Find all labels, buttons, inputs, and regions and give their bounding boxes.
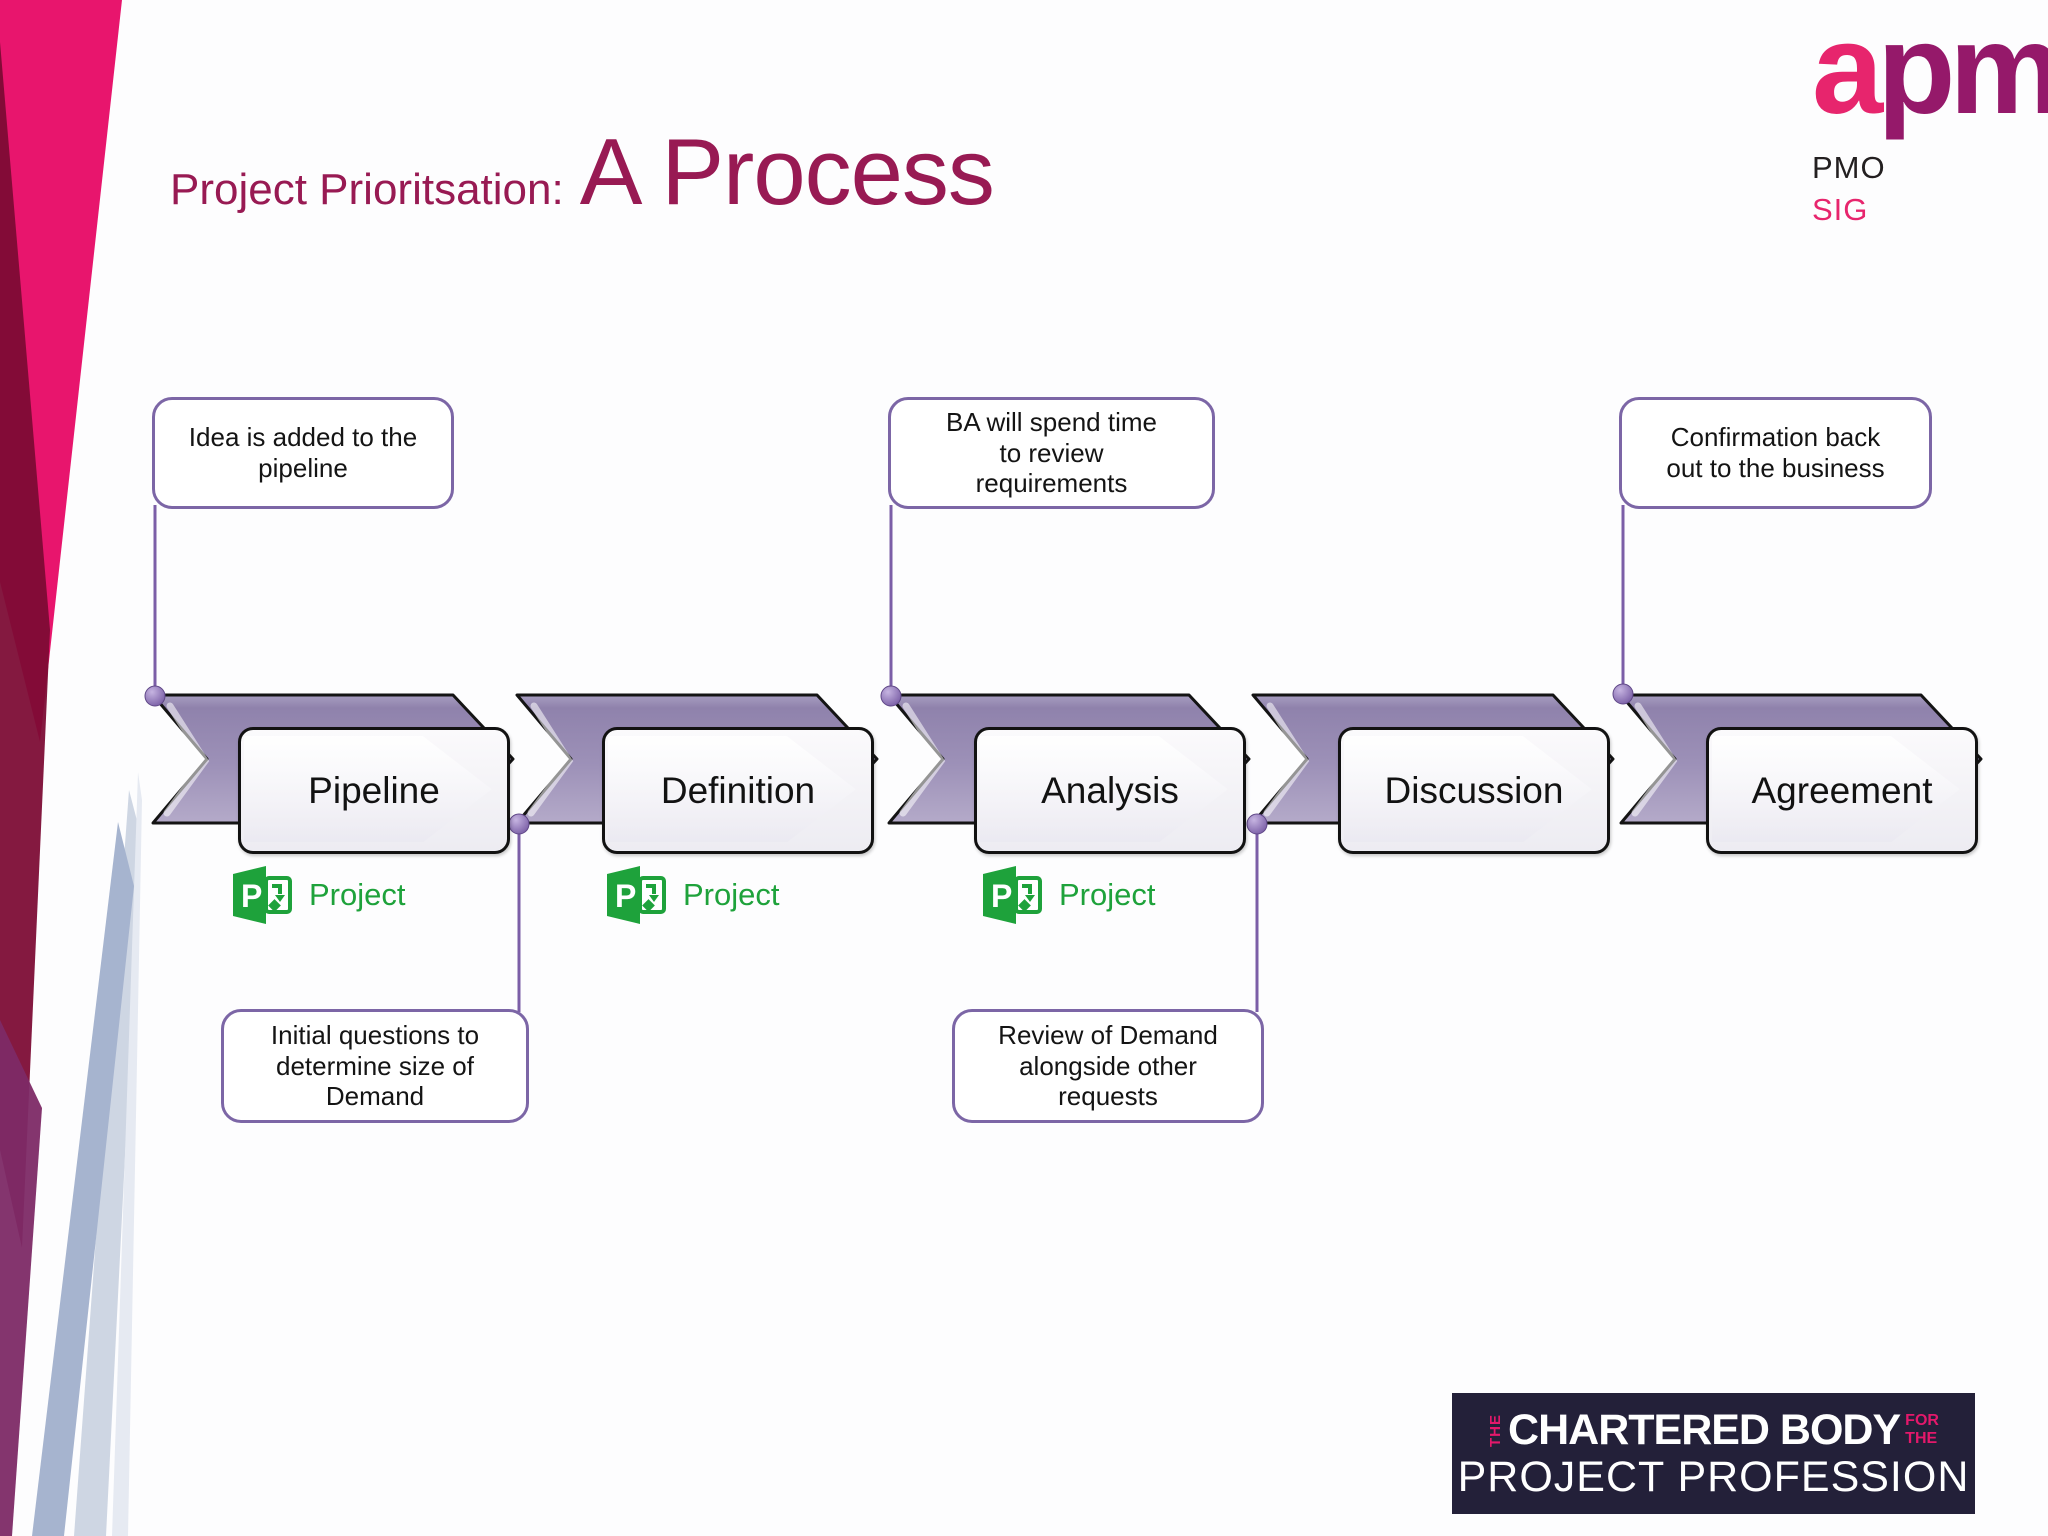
page-title: Project Prioritsation: A Process (170, 118, 995, 226)
stripe-paleblue-shape (112, 772, 142, 1536)
chartered-body-subtitle: PROJECT PROFESSION (1457, 1452, 1970, 1501)
ms-project-logo-pipeline: P Project (230, 864, 405, 926)
callout-ba-review: BA will spend time to review requirement… (888, 397, 1215, 509)
connector-dot-pipeline (144, 685, 166, 707)
stage-box-pipeline: Pipeline (238, 727, 510, 854)
callout-confirmation: Confirmation back out to the business (1619, 397, 1932, 509)
apm-letters-pm: pm (1877, 0, 2048, 141)
ms-project-icon: P (607, 866, 666, 924)
stage-label-pipeline: Pipeline (308, 769, 440, 811)
stripe-purple-shape (0, 1020, 42, 1536)
apm-pmo-label: PMO (1812, 150, 1886, 185)
chartered-body-the-vertical: THE (1487, 1413, 1505, 1447)
chevron-gloss (163, 702, 210, 817)
stage-label-discussion: Discussion (1384, 769, 1564, 811)
chevron-gloss (1263, 702, 1310, 817)
ms-project-p: P (991, 878, 1012, 914)
chartered-body-row1: THE CHARTERED BODY FOR THE (1487, 1405, 1939, 1454)
chartered-body-for: FOR (1905, 1412, 1939, 1429)
apm-logo: apm PMO SIG (1812, 6, 2048, 228)
apm-wordmark: apm (1812, 6, 2048, 134)
ms-project-icon: P (233, 866, 292, 924)
chevron-gloss (527, 702, 574, 817)
connector-dot-definition (508, 813, 530, 835)
ms-project-wordmark: Project (683, 877, 780, 912)
ms-project-wordmark: Project (1059, 877, 1156, 912)
connector-dot-agreement (1612, 683, 1634, 705)
ms-project-icon: P (983, 866, 1042, 924)
ms-project-logo-definition: P Project (604, 864, 779, 926)
stripe-maroon-shape (0, 42, 50, 1248)
ms-project-p: P (241, 878, 262, 914)
chartered-body-the: THE (1905, 1430, 1938, 1447)
stage-box-analysis: Analysis (974, 727, 1246, 854)
stage-label-analysis: Analysis (1041, 769, 1179, 811)
stage-box-discussion: Discussion (1338, 727, 1610, 854)
stage-label-agreement: Agreement (1751, 769, 1933, 811)
chartered-body-logo: THE CHARTERED BODY FOR THE PROJECT PROFE… (1452, 1393, 1975, 1514)
chevron-gloss (899, 702, 946, 817)
ms-project-wordmark: Project (309, 877, 406, 912)
stage-box-agreement: Agreement (1706, 727, 1978, 854)
ms-project-p: P (615, 878, 636, 914)
ms-project-logo-analysis: P Project (980, 864, 1155, 926)
chartered-body-for-the: FOR THE (1905, 1413, 1939, 1447)
callout-review-demand: Review of Demand alongside other request… (952, 1009, 1264, 1123)
callout-idea-added: Idea is added to the pipeline (152, 397, 454, 509)
stripe-blue-shape (32, 822, 134, 1536)
chevron-gloss (1631, 702, 1678, 817)
title-main: A Process (579, 119, 995, 224)
stage-box-definition: Definition (602, 727, 874, 854)
callout-initial-questions: Initial questions to determine size of D… (221, 1009, 529, 1123)
stage-label-definition: Definition (660, 769, 816, 811)
left-decoration (0, 0, 142, 1536)
connector-dot-discussion (1246, 813, 1268, 835)
title-prefix: Project Prioritsation: (170, 165, 564, 214)
chartered-body-title: CHARTERED BODY (1508, 1405, 1901, 1454)
apm-sig-label: SIG (1812, 192, 1869, 227)
connector-dot-analysis (880, 685, 902, 707)
apm-letter-a: a (1812, 0, 1883, 141)
